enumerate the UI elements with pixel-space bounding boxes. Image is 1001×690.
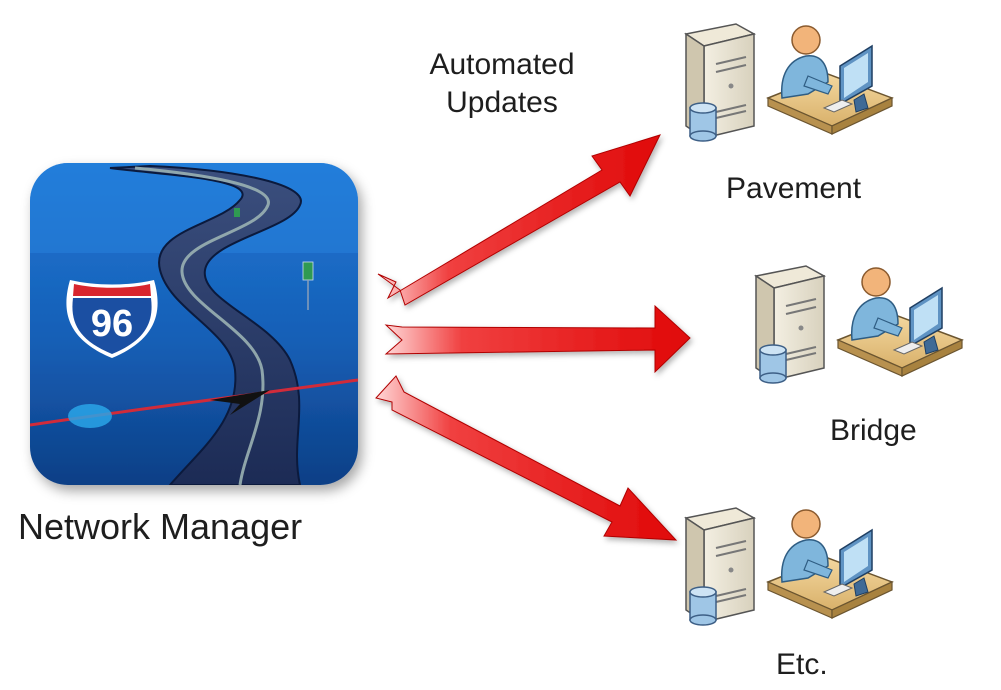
workstation-pavement (685, 23, 893, 142)
workstation-etc (685, 507, 893, 626)
source-label: Network Manager (18, 506, 303, 547)
connector-label: Automated Updates (429, 48, 575, 119)
shield-number: 96 (91, 303, 133, 345)
workstation-bridge (755, 265, 963, 384)
target-label-etc: Etc. (776, 648, 828, 681)
arrow-to-bridge (384, 304, 691, 374)
arrow-to-etc (375, 375, 678, 541)
interstate-shield-icon: 96 (66, 280, 158, 358)
highway-road-icon: 96 (30, 163, 358, 485)
target-label-bridge: Bridge (830, 414, 917, 447)
arrow-to-pavement (377, 134, 661, 306)
target-label-pavement: Pavement (726, 172, 862, 205)
